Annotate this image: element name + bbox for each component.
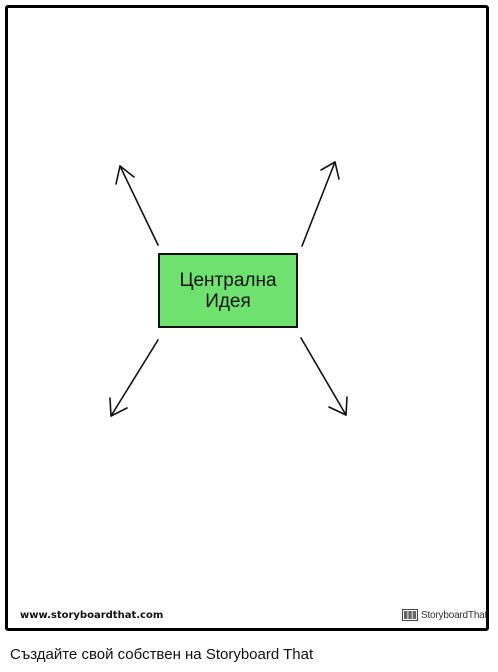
storyboard-logo-icon — [402, 609, 418, 621]
website-link[interactable]: www.storyboardthat.com — [20, 610, 164, 621]
storyboardthat-logo[interactable]: StoryboardThat — [402, 609, 487, 621]
brand-name: StoryboardThat — [421, 609, 488, 621]
caption[interactable]: Създайте свой собствен на Storyboard Tha… — [10, 646, 314, 663]
arrow-up-right — [301, 161, 340, 247]
arrow-down-left — [109, 339, 159, 417]
arrow-up-left — [115, 165, 159, 246]
central-idea-line1: Централна — [179, 269, 277, 291]
central-idea-box: Централна Идея — [158, 253, 298, 328]
arrow-down-right — [300, 337, 348, 416]
central-idea-line2: Идея — [205, 290, 251, 312]
